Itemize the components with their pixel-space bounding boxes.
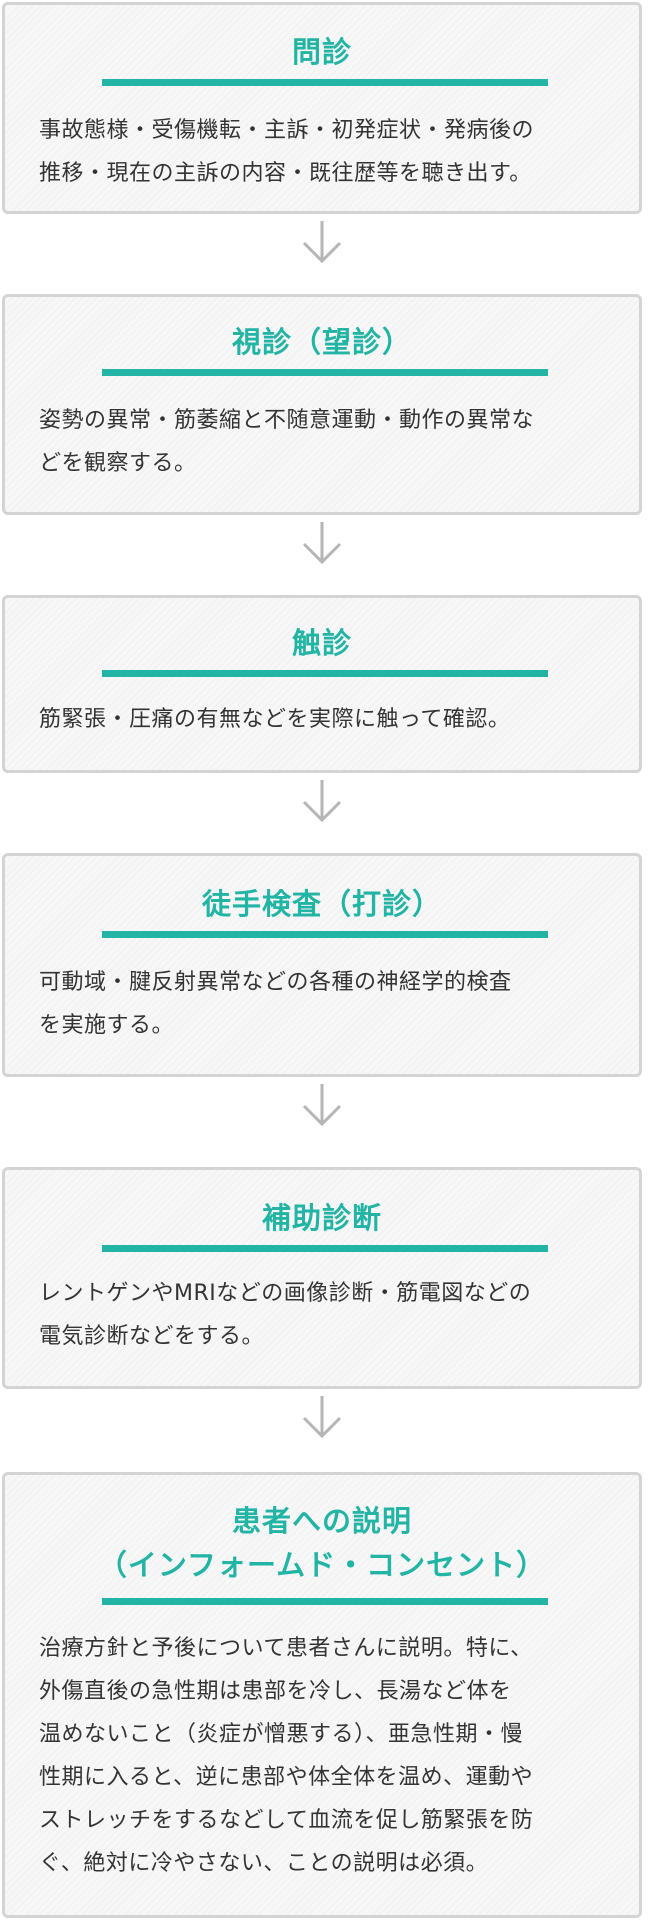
step-box-6: 患者への説明 （インフォームド・コンセント） 治療方針と予後について患者さんに説…: [2, 1472, 642, 1918]
step-description-line: を実施する。: [39, 1013, 175, 1038]
step-description-line: 推移・現在の主訴の内容・既往歴等を聴き出す。: [39, 161, 532, 186]
down-arrow-icon: [302, 522, 342, 565]
step-box-2: 視診（望診） 姿勢の異常・筋萎縮と不随意運動・動作の異常な どを観察する。: [2, 294, 642, 515]
step-description-line: 電気診断などをする。: [39, 1324, 265, 1349]
down-arrow-icon: [302, 1396, 342, 1439]
step-title-1: 問診: [291, 35, 352, 69]
down-arrow-icon: [302, 780, 342, 823]
step-title-line: 患者への説明: [231, 1504, 412, 1538]
step-description-5: レントゲンやMRIなどの画像診断・筋電図などの 電気診断などをする。: [39, 1272, 619, 1358]
step-box-3: 触診 筋緊張・圧痛の有無などを実際に触って確認。: [2, 595, 642, 773]
step-title-5: 補助診断: [261, 1201, 382, 1235]
step-title-underline-6: [102, 1598, 548, 1605]
step-title-4: 徒手検査（打診）: [201, 887, 442, 921]
step-box-5: 補助診断 レントゲンやMRIなどの画像診断・筋電図などの 電気診断などをする。: [2, 1167, 642, 1389]
step-description-line: 治療方針と予後について患者さんに説明。特に、: [39, 1636, 533, 1661]
step-description-line: レントゲンやMRIなどの画像診断・筋電図などの: [39, 1281, 532, 1306]
step-title-underline-4: [102, 931, 548, 938]
step-title-underline-5: [102, 1245, 548, 1252]
step-description-line: 性期に入ると、逆に患部や体全体を温め、運動や: [39, 1765, 534, 1790]
step-title-underline-1: [102, 79, 548, 86]
step-title-6: 患者への説明 （インフォームド・コンセント）: [5, 1499, 639, 1587]
step-box-1: 問診 事故態様・受傷機転・主訴・初発症状・発病後の 推移・現在の主訴の内容・既往…: [2, 2, 642, 214]
step-description-line: 可動域・腱反射異常などの各種の神経学的検査: [39, 970, 512, 995]
step-description-line: 外傷直後の急性期は患部を冷し、長湯など体を: [39, 1679, 512, 1704]
step-title-underline-3: [102, 670, 548, 677]
step-description-line: 筋緊張・圧痛の有無などを実際に触って確認。: [39, 707, 511, 732]
step-description-line: ストレッチをするなどして血流を促し筋緊張を防: [39, 1808, 534, 1833]
step-description-6: 治療方針と予後について患者さんに説明。特に、 外傷直後の急性期は患部を冷し、長湯…: [39, 1627, 619, 1885]
step-title-underline-2: [102, 369, 548, 376]
step-description-2: 姿勢の異常・筋萎縮と不随意運動・動作の異常な どを観察する。: [39, 399, 619, 485]
step-title-2: 視診（望診）: [231, 325, 412, 359]
down-arrow-icon: [302, 221, 342, 264]
step-description-line: 姿勢の異常・筋萎縮と不随意運動・動作の異常な: [39, 408, 535, 433]
step-box-4: 徒手検査（打診） 可動域・腱反射異常などの各種の神経学的検査 を実施する。: [2, 853, 642, 1077]
step-description-1: 事故態様・受傷機転・主訴・初発症状・発病後の 推移・現在の主訴の内容・既往歴等を…: [39, 109, 619, 195]
step-description-line: ぐ、絶対に冷やさない、ことの説明は必須。: [39, 1851, 489, 1876]
down-arrow-icon: [302, 1084, 342, 1127]
step-title-line: （インフォームド・コンセント）: [97, 1548, 547, 1582]
step-title-3: 触診: [291, 626, 352, 660]
step-description-line: どを観察する。: [39, 451, 197, 476]
step-description-4: 可動域・腱反射異常などの各種の神経学的検査 を実施する。: [39, 961, 619, 1047]
step-description-3: 筋緊張・圧痛の有無などを実際に触って確認。: [39, 698, 619, 741]
step-description-line: 温めないこと（炎症が憎悪する）、亜急性期・慢: [39, 1722, 524, 1747]
step-description-line: 事故態様・受傷機転・主訴・初発症状・発病後の: [39, 118, 535, 143]
